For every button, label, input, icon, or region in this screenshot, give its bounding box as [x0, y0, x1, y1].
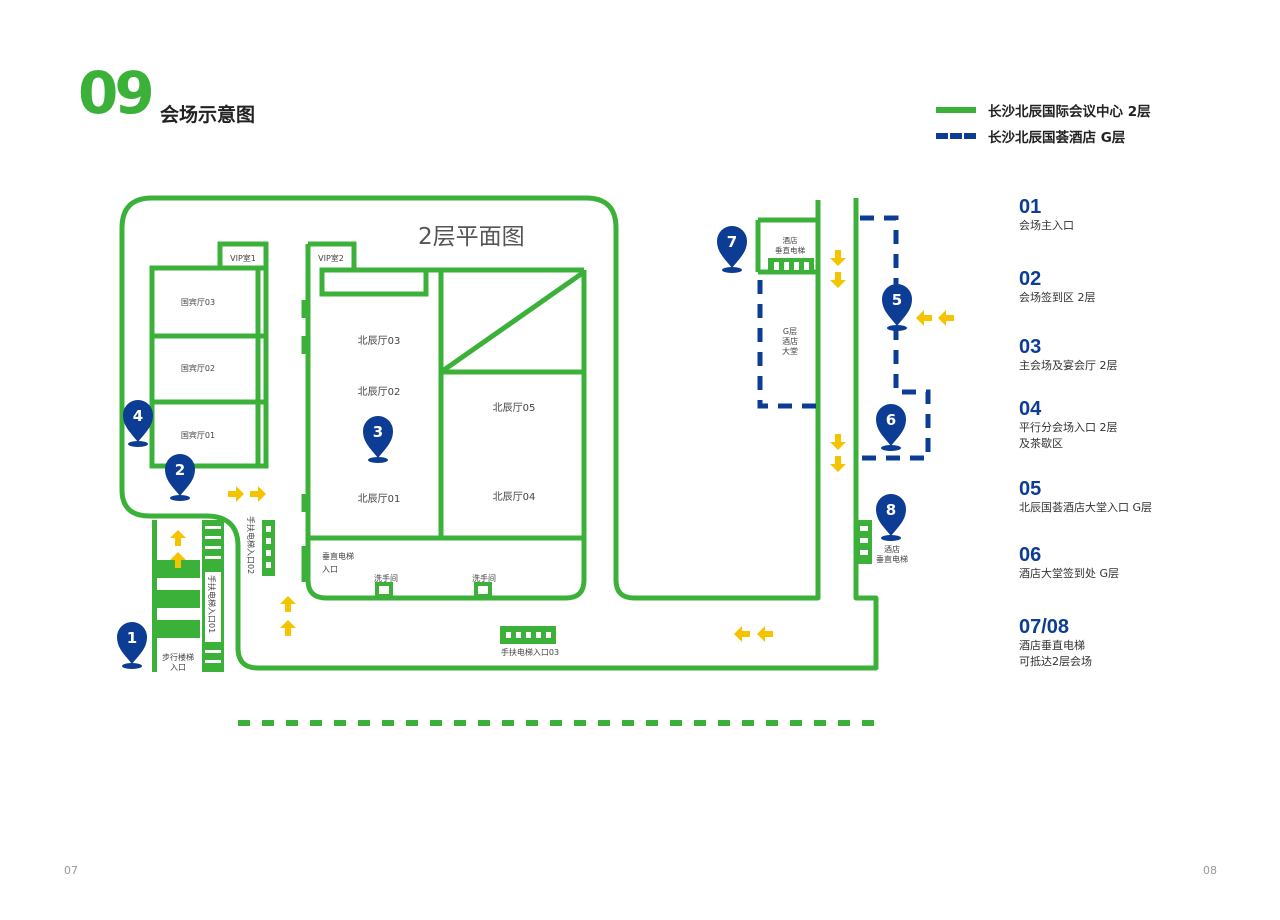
beichen04-label: 北辰厅04 — [493, 491, 536, 503]
vip1-label: VIP室1 — [230, 253, 256, 263]
key-number: 05 — [1019, 478, 1042, 500]
key-description: 酒店大堂签到处 G层 — [1019, 567, 1120, 580]
beichen05-label: 北辰厅05 — [493, 402, 536, 414]
key-item-02: 02 会场签到区 2层 — [1019, 268, 1096, 306]
key-item-01: 01 会场主入口 — [1019, 196, 1074, 234]
key-description: 会场签到区 2层 — [1019, 291, 1096, 304]
marker-5[interactable]: 5 — [882, 284, 912, 331]
legend-label: 长沙北辰国际会议中心 2层 — [988, 104, 1151, 120]
key-number: 04 — [1019, 398, 1042, 420]
key-number: 01 — [1019, 196, 1042, 218]
escalator-01-label: 手扶电梯入口01 — [207, 575, 217, 633]
hotel-elevator-right — [856, 520, 872, 564]
marker-4-label: 4 — [133, 407, 143, 425]
beichen-hall-block — [305, 241, 587, 601]
marker-8[interactable]: 8 — [876, 494, 906, 541]
legend-solid-line — [936, 107, 976, 113]
marker-3[interactable]: 3 — [363, 416, 393, 463]
marker-6[interactable]: 6 — [876, 404, 906, 451]
hotel-dashed-route — [757, 215, 931, 461]
stair-label-line1: 步行楼梯 — [162, 652, 194, 662]
legend-item-conference-center: 长沙北辰国际会议中心 2层 — [936, 97, 1151, 123]
marker-5-label: 5 — [892, 291, 902, 309]
marker-7-label: 7 — [727, 233, 737, 251]
washroom-label-2: 洗手间 — [472, 573, 496, 583]
guobin02-label: 国宾厅02 — [181, 363, 215, 373]
escalator-02 — [262, 520, 275, 576]
escalator-03 — [500, 626, 556, 644]
marker-7[interactable]: 7 — [717, 226, 747, 273]
guobin01-label: 国宾厅01 — [181, 430, 215, 440]
stairs — [152, 520, 200, 672]
marker-1-label: 1 — [127, 629, 137, 647]
legend-label: 长沙北辰国荟酒店 G层 — [988, 130, 1126, 146]
stair-label-line2: 入口 — [170, 663, 186, 672]
vertical-elevator-label-line2: 入口 — [322, 565, 338, 574]
beichen03-label: 北辰厅03 — [358, 335, 401, 347]
hotel-elevator-top — [768, 258, 814, 274]
key-description: 酒店垂直电梯 可抵达2层会场 — [1019, 639, 1092, 668]
section-title: 会场示意图 — [160, 104, 256, 126]
beichen02-label: 北辰厅02 — [358, 386, 401, 398]
location-markers: 1 2 3 4 5 6 7 8 — [117, 226, 912, 669]
key-item-07-08: 07/08 酒店垂直电梯 可抵达2层会场 — [1019, 616, 1092, 670]
key-item-03: 03 主会场及宴会厅 2层 — [1019, 336, 1118, 374]
key-description: 主会场及宴会厅 2层 — [1019, 359, 1118, 372]
hotel-elevator-right-line1: 酒店 — [884, 544, 900, 554]
page-number-left: 07 — [64, 864, 78, 877]
key-item-06: 06 酒店大堂签到处 G层 — [1019, 544, 1119, 582]
legend-item-hotel: 长沙北辰国荟酒店 G层 — [936, 123, 1151, 149]
washroom-icons — [375, 582, 492, 598]
page-number-right: 08 — [1203, 864, 1217, 877]
escalator-02-label: 手扶电梯入口02 — [246, 516, 256, 574]
hotel-lobby-line2: 酒店 — [782, 336, 798, 346]
washroom-label-1: 洗手间 — [374, 573, 398, 583]
key-description: 北辰国荟酒店大堂入口 G层 — [1019, 501, 1153, 514]
key-number: 07/08 — [1019, 616, 1070, 638]
guobin-hall-block — [149, 241, 269, 469]
hotel-elevator-top-line1: 酒店 — [783, 235, 798, 245]
marker-2-label: 2 — [175, 461, 185, 479]
plan-title: 2层平面图 — [418, 224, 525, 250]
key-number: 02 — [1019, 268, 1042, 290]
hotel-lobby-line3: 大堂 — [782, 346, 798, 356]
legend-dashed-line — [936, 133, 976, 139]
key-number: 06 — [1019, 544, 1042, 566]
key-description: 会场主入口 — [1019, 219, 1074, 232]
escalator-03-label: 手扶电梯入口03 — [501, 647, 559, 657]
vertical-elevator-label-line1: 垂直电梯 — [322, 551, 354, 561]
key-item-04: 04 平行分会场入口 2层 及茶歇区 — [1019, 398, 1118, 452]
direction-arrows — [170, 250, 954, 642]
marker-2[interactable]: 2 — [165, 454, 195, 501]
marker-6-label: 6 — [886, 411, 896, 429]
hotel-lobby-line1: G层 — [783, 327, 797, 336]
hotel-elevator-right-line2: 垂直电梯 — [876, 554, 908, 564]
key-item-05: 05 北辰国荟酒店大堂入口 G层 — [1019, 478, 1152, 516]
marker-4[interactable]: 4 — [123, 400, 153, 447]
vip2-label: VIP室2 — [318, 253, 344, 263]
legend: 长沙北辰国际会议中心 2层 长沙北辰国荟酒店 G层 — [936, 97, 1151, 149]
section-number: 09 — [78, 59, 155, 127]
key-description: 平行分会场入口 2层 及茶歇区 — [1019, 421, 1118, 450]
marker-3-label: 3 — [373, 423, 383, 441]
marker-8-label: 8 — [886, 501, 896, 519]
escalator-01 — [202, 520, 224, 672]
guobin03-label: 国宾厅03 — [181, 297, 215, 307]
beichen01-label: 北辰厅01 — [358, 493, 401, 505]
marker-1[interactable]: 1 — [117, 622, 147, 669]
key-number: 03 — [1019, 336, 1042, 358]
hotel-elevator-top-line2: 垂直电梯 — [775, 245, 805, 255]
